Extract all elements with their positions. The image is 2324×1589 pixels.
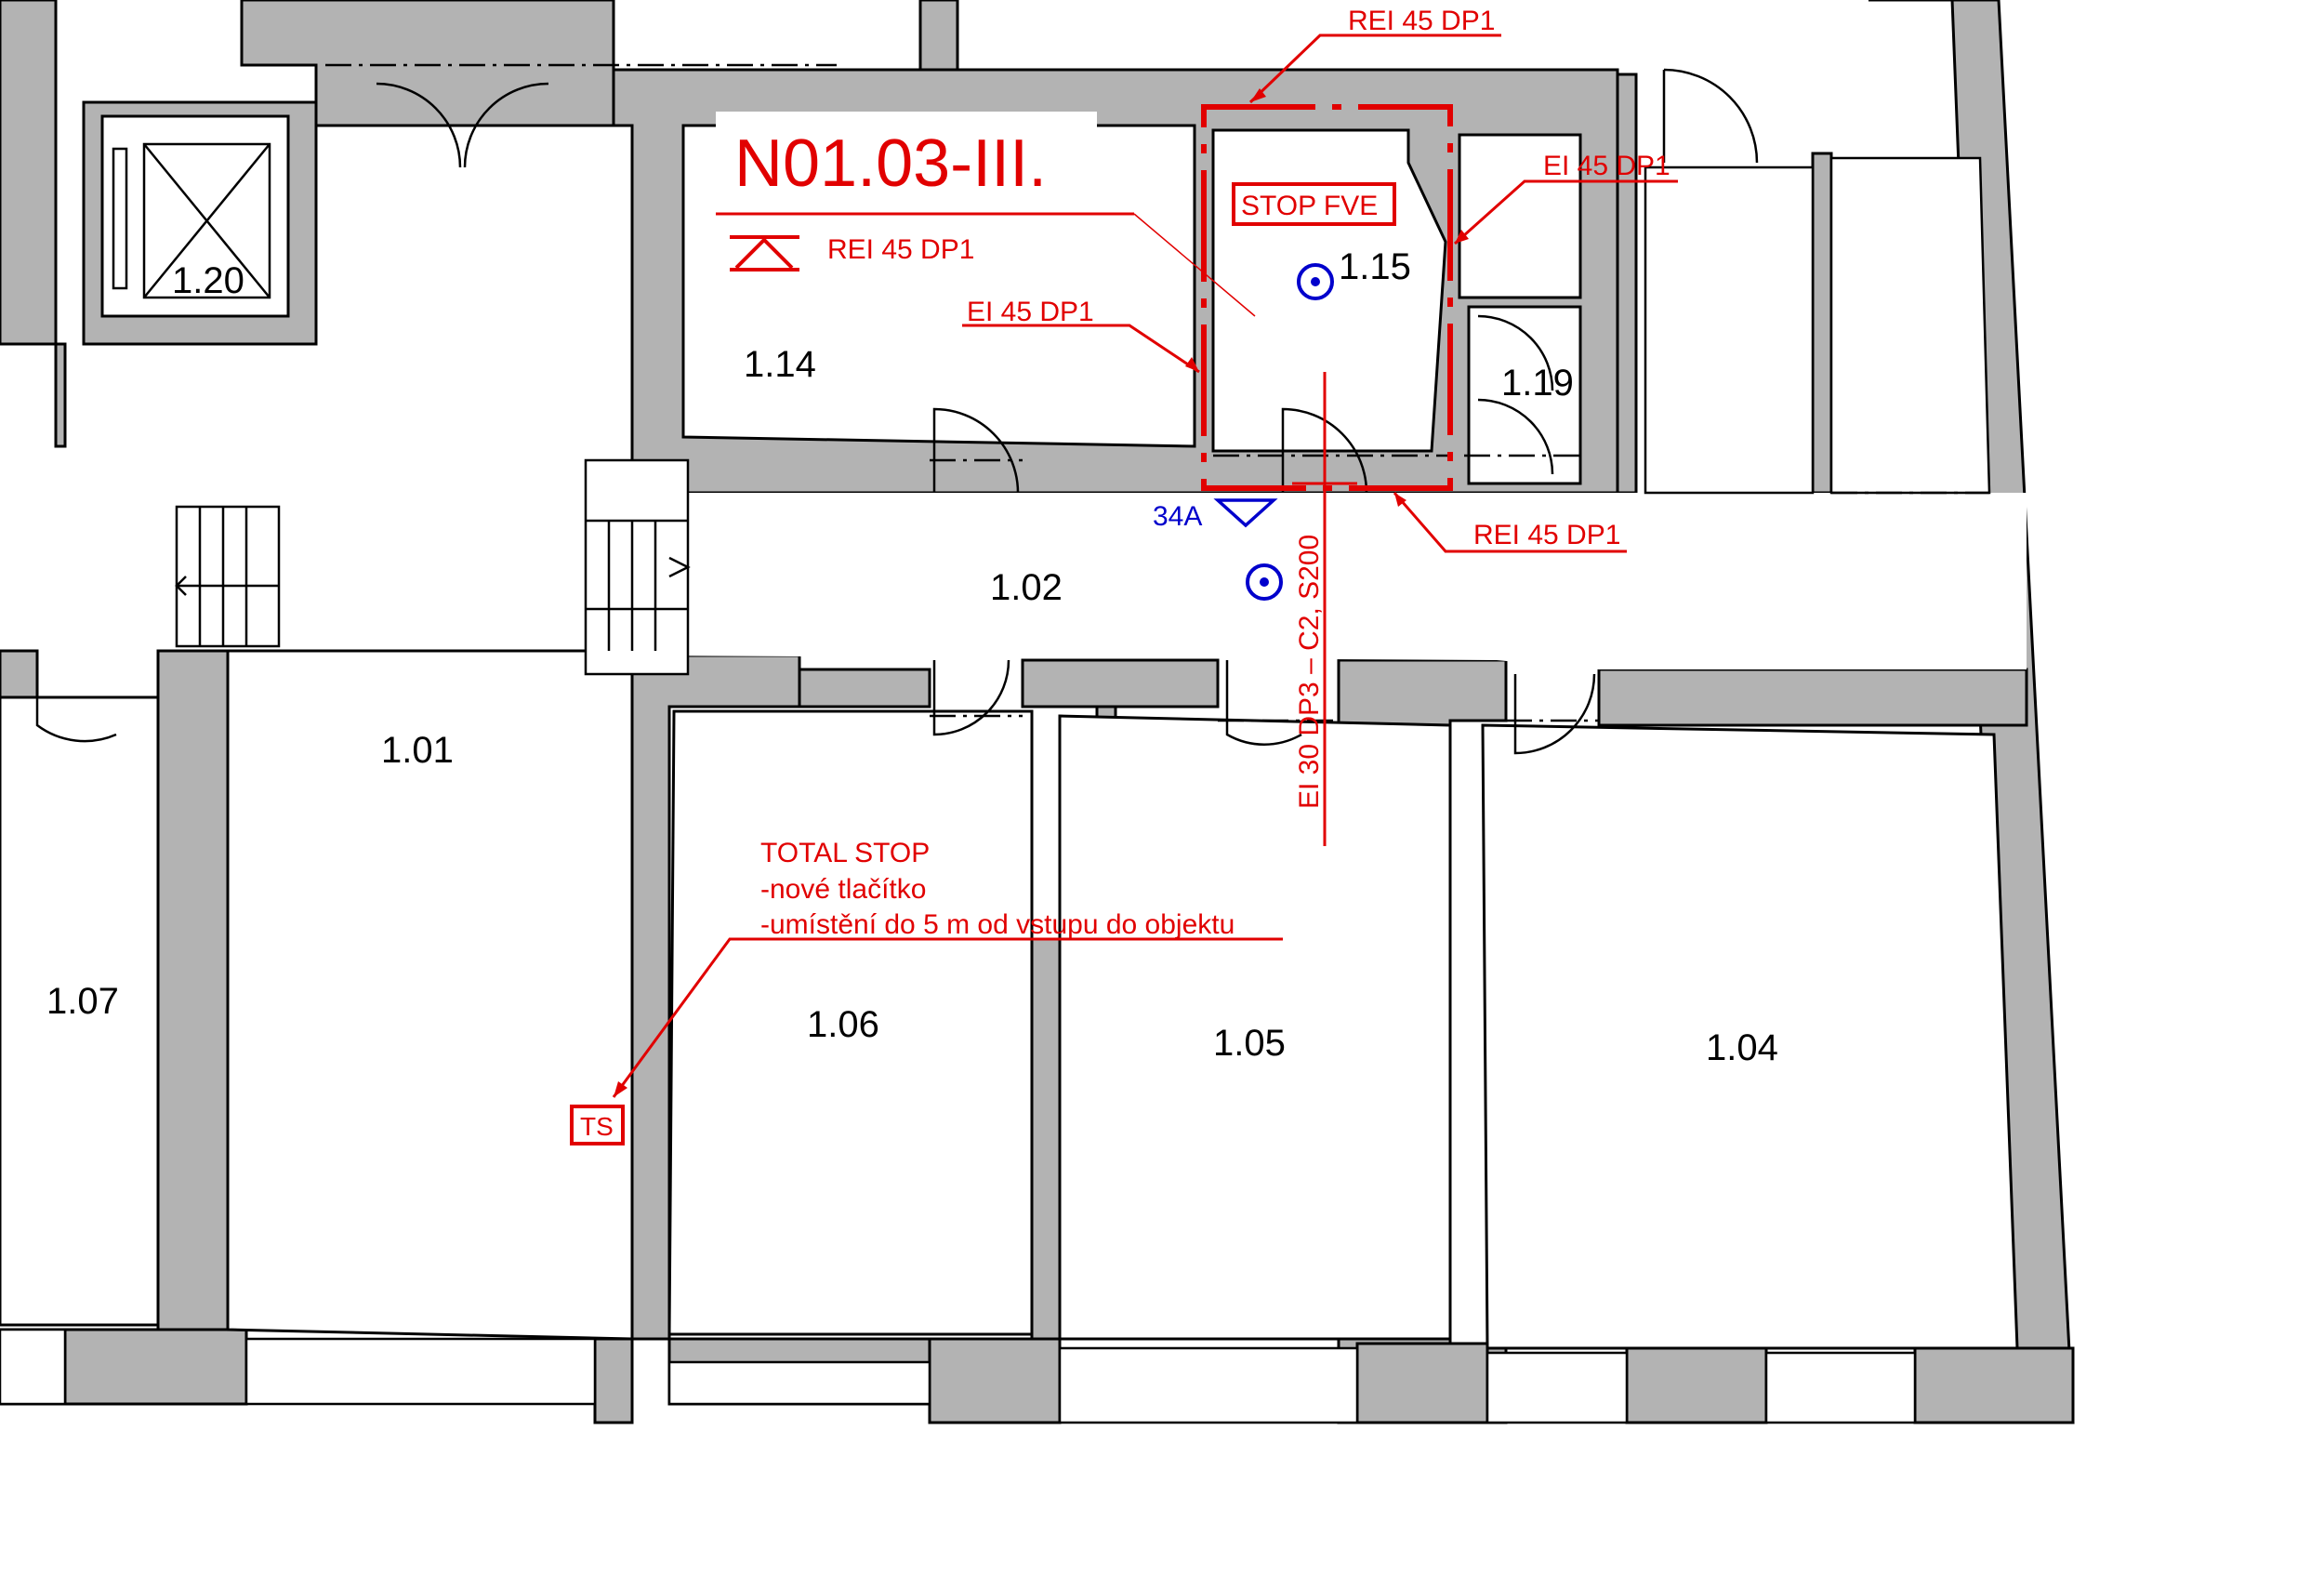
- room-1-15: 1.15: [1339, 246, 1411, 287]
- room-1-04: 1.04: [1706, 1027, 1778, 1068]
- smoke-detector-icon: [1246, 563, 1283, 601]
- room-1-14: 1.14: [744, 344, 816, 385]
- room-1-05: 1.05: [1213, 1023, 1286, 1064]
- legend-rei-label: REI 45 DP1: [827, 234, 974, 265]
- staircase-right: [1644, 156, 1991, 495]
- top-rei-label: REI 45 DP1: [1348, 6, 1495, 36]
- room-1-06: 1.06: [807, 1004, 879, 1045]
- blue-symbols: [1213, 263, 1334, 601]
- right-ei-label: EI 45 DP1: [1543, 151, 1670, 181]
- smoke-detector-icon: [1297, 263, 1334, 300]
- room-1-20: 1.20: [172, 260, 244, 301]
- ts-label: TS: [580, 1112, 614, 1141]
- stop-fve-label: STOP FVE: [1241, 191, 1378, 221]
- details: [0, 63, 1991, 1424]
- room-1-01: 1.01: [381, 730, 454, 771]
- total-stop-line2: -nové tlačítko: [760, 874, 926, 905]
- marker-label: 34A: [1153, 501, 1202, 532]
- room-interiors: [0, 124, 2027, 1350]
- vertical-ei-label: EI 30 DP3 – C2, S200: [1294, 535, 1325, 809]
- total-stop-line1: TOTAL STOP: [760, 838, 930, 868]
- total-stop-line3: -umístění do 5 m od vstupu do objektu: [760, 909, 1235, 940]
- marker-triangle-icon: [1213, 498, 1278, 528]
- rei-legend-icon: [730, 235, 799, 271]
- room-1-07: 1.07: [46, 981, 119, 1022]
- fire-compartment-boundary: [1201, 104, 1453, 491]
- room-1-02: 1.02: [990, 567, 1063, 608]
- fire-annotations: [570, 33, 1678, 1145]
- bottom-rei-label: REI 45 DP1: [1473, 520, 1620, 550]
- room-1-19: 1.19: [1501, 363, 1574, 404]
- plan-title: N01.03-III.: [734, 126, 1047, 201]
- left-ei-label: EI 45 DP1: [967, 297, 1094, 327]
